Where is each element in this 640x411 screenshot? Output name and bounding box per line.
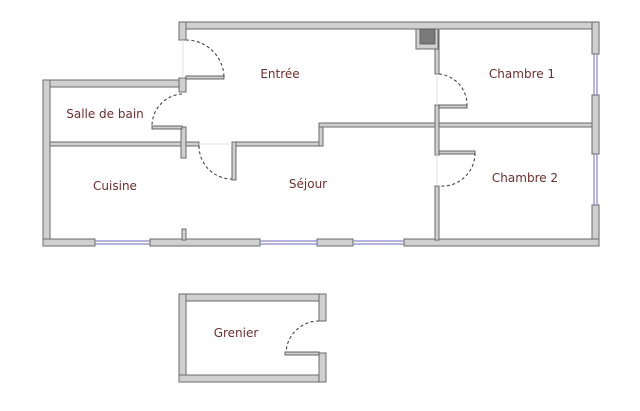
- room-label-chambre-1: Chambre 1: [488, 67, 556, 81]
- room-label-chambre-2: Chambre 2: [491, 171, 559, 185]
- interior-walls: [49, 28, 593, 241]
- door-swings: [151, 39, 476, 187]
- room-label-entree: Entrée: [260, 67, 300, 81]
- duct-shaft: [419, 28, 436, 45]
- room-label-salle-de-bain: Salle de bain: [66, 107, 144, 121]
- room-label-sejour: Séjour: [288, 177, 328, 191]
- windows: [95, 54, 598, 245]
- grenier-walls: [178, 293, 327, 383]
- room-label-cuisine: Cuisine: [93, 179, 137, 193]
- outer-walls: [42, 21, 600, 247]
- room-label-grenier: Grenier: [213, 326, 259, 340]
